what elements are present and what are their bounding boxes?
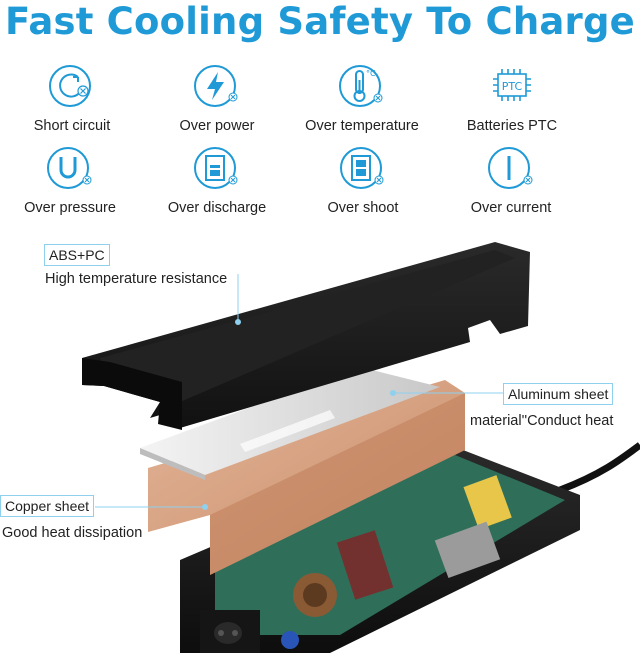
feature-over-power: Over power: [142, 62, 292, 134]
abs-pc-description: High temperature resistance: [45, 271, 228, 287]
heatsink: [434, 521, 501, 579]
ptc-text: PTC: [502, 80, 523, 93]
feature-over-current: Over current: [436, 144, 586, 216]
capacitor: [463, 475, 512, 530]
feature-label: Over temperature: [305, 118, 419, 134]
transformer: [336, 530, 394, 600]
power-cable: [558, 442, 640, 494]
current-i-icon: [487, 144, 535, 192]
feature-short-circuit: Short circuit: [0, 62, 147, 134]
aluminum-sheet-description: material''Conduct heat: [470, 413, 614, 429]
celsius-unit: °C: [366, 69, 376, 78]
aluminum-sheet: [140, 367, 440, 480]
feature-over-discharge: Over discharge: [142, 144, 292, 216]
battery-low-icon: [193, 144, 241, 192]
voltage-u-icon: [46, 144, 94, 192]
charger-exploded-illustration: [82, 242, 640, 653]
feature-label: Over current: [470, 200, 552, 216]
feature-label: Over pressure: [24, 200, 116, 216]
lightning-icon: [193, 62, 241, 110]
feature-batteries-ptc: PTC Batteries PTC: [437, 62, 587, 134]
copper-sheet-label: Copper sheet: [0, 495, 95, 517]
copper-sheet: [148, 380, 465, 575]
copper-sheet-description: Good heat dissipation: [2, 525, 143, 541]
feature-label: Over power: [179, 118, 255, 134]
blue-component: [281, 631, 299, 649]
battery-full-icon: [339, 144, 387, 192]
abs-pc-lid: [82, 242, 530, 430]
feature-label: Over shoot: [327, 200, 399, 216]
feature-over-shoot: Over shoot: [288, 144, 438, 216]
ptc-chip-icon: PTC: [488, 62, 536, 110]
feature-over-pressure: Over pressure: [0, 144, 145, 216]
aluminum-sheet-label: Aluminum sheet: [503, 383, 614, 405]
feature-over-temperature: °C Over temperature: [287, 62, 437, 134]
feature-label: Over discharge: [167, 200, 267, 216]
short-circuit-icon: [48, 62, 96, 110]
thermometer-icon: °C: [338, 62, 386, 110]
feature-label: Short circuit: [33, 118, 111, 134]
feature-label: Batteries PTC: [466, 118, 558, 134]
page-title: Fast Cooling Safety To Charge: [5, 0, 635, 43]
charger-base-case: [180, 445, 580, 653]
abs-pc-label: ABS+PC: [44, 244, 110, 266]
